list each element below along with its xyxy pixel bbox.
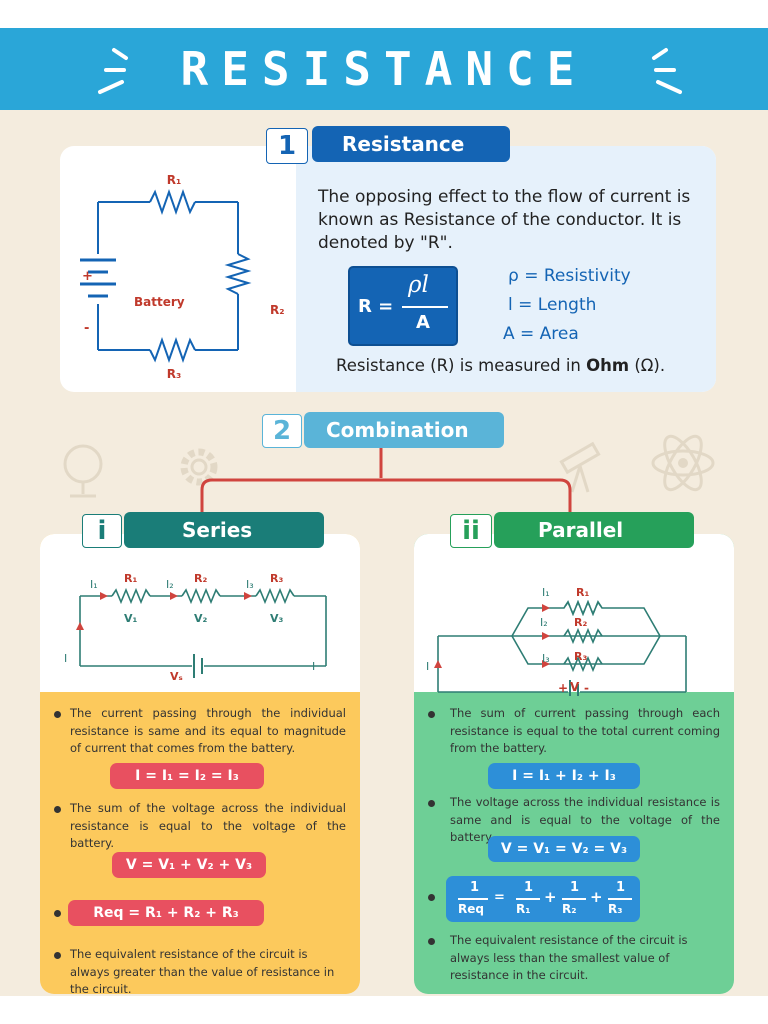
svg-text:I₁: I₁ — [542, 586, 550, 599]
parallel-point-3: The equivalent resistance of the circuit… — [450, 933, 688, 982]
background-globe-icon — [63, 444, 103, 498]
right-rays-icon — [652, 48, 682, 94]
formula-fraction-bar — [402, 306, 448, 308]
series-eq-current: I = I₁ = I₂ = I₃ — [110, 763, 264, 789]
left-rays-icon — [98, 48, 128, 94]
svg-text:-: - — [584, 681, 589, 695]
series-eq-req: Req = R₁ + R₂ + R₃ — [68, 900, 264, 926]
series-point-2: The sum of the voltage across the indivi… — [70, 801, 346, 850]
series-point-3: The equivalent resistance of the circuit… — [70, 947, 335, 996]
circuit-label-r3: R₃ — [167, 367, 182, 381]
series-eq-voltage: V = V₁ + V₂ + V₃ — [112, 852, 266, 878]
parallel-eq-current: I = I₁ + I₂ + I₃ — [488, 763, 640, 789]
svg-text:I: I — [64, 652, 67, 665]
svg-text:I₂: I₂ — [166, 578, 174, 591]
parallel-point-2: The voltage across the individual resist… — [450, 795, 720, 844]
parallel-v-label: V — [570, 680, 580, 694]
section2-number: 2 — [262, 414, 302, 448]
parallel-bullet-2 — [428, 800, 435, 807]
svg-text:R₁: R₁ — [124, 572, 137, 585]
title-banner: RESISTANCE — [0, 28, 768, 110]
series-number: i — [82, 514, 122, 548]
parallel-bullet-4 — [428, 938, 435, 945]
parallel-bullet-3 — [428, 894, 435, 901]
parallel-bullet-1 — [428, 711, 435, 718]
background-telescope-icon — [559, 441, 601, 493]
formula-legend-resistivity: ρ = Resistivity — [508, 266, 631, 286]
svg-text:+: + — [558, 681, 568, 695]
parallel-number: ii — [450, 514, 492, 548]
section1-number: 1 — [266, 128, 308, 164]
parallel-point-1: The sum of current passing through each … — [450, 706, 720, 755]
svg-text:I₂: I₂ — [540, 616, 548, 629]
background-atom-icon — [651, 434, 715, 492]
circuit-label-r2: R₂ — [270, 303, 285, 317]
formula-legend-area: A = Area — [503, 324, 579, 344]
svg-text:R₁: R₁ — [576, 586, 589, 599]
combination-connector — [200, 448, 572, 514]
circuit-label-battery: Battery — [134, 295, 185, 309]
svg-text:I: I — [426, 660, 429, 673]
svg-text:V₂: V₂ — [194, 612, 208, 625]
svg-text:R₂: R₂ — [194, 572, 207, 585]
series-bullet-4 — [54, 952, 61, 959]
series-circuit-diagram: I₁ R₁ I₂ R₂ I₃ R₃ V₁ V₂ V₃ I I Vₛ — [64, 572, 327, 678]
svg-text:V₃: V₃ — [270, 612, 284, 625]
section2-header: Combination — [304, 412, 504, 448]
svg-text:R₂: R₂ — [574, 616, 587, 629]
parallel-eq-req: 1 Req = 1 R₁ + 1 R₂ + 1 R₃ — [446, 876, 640, 922]
background-gear-icon — [180, 448, 218, 486]
formula-legend-length: l = Length — [508, 295, 597, 315]
series-bullet-1 — [54, 711, 61, 718]
series-bullet-3 — [54, 910, 61, 917]
series-point-1: The current passing through the individu… — [70, 706, 346, 755]
resistance-unit-text: Resistance (R) is measured in Ohm (Ω). — [336, 356, 666, 375]
parallel-header: Parallel — [494, 512, 694, 548]
parallel-eq-voltage: V = V₁ = V₂ = V₃ — [488, 836, 640, 862]
series-header: Series — [124, 512, 324, 548]
parallel-circuit-diagram: I₁ R₁ I₂ R₂ I₃ R₃ I + - — [426, 586, 687, 696]
resistance-circuit-diagram: R₁ R₂ R₃ Battery + - — [80, 173, 285, 381]
resistance-description: The opposing effect to the flow of curre… — [318, 187, 691, 253]
svg-text:I₁: I₁ — [90, 578, 98, 591]
circuit-label-minus: - — [84, 321, 89, 336]
circuit-label-r1: R₁ — [167, 173, 182, 187]
svg-text:R₃: R₃ — [270, 572, 283, 585]
page-title: RESISTANCE — [180, 42, 588, 96]
section1-header: Resistance — [312, 126, 510, 162]
svg-text:R₃: R₃ — [574, 650, 587, 663]
svg-text:I₃: I₃ — [542, 652, 550, 665]
circuit-label-plus: + — [82, 269, 93, 284]
poster: RESISTANCE Resistance 1 — [0, 28, 768, 996]
resistance-formula-box: R = ρl A — [348, 266, 458, 346]
svg-text:I: I — [312, 660, 315, 673]
series-bullet-2 — [54, 806, 61, 813]
svg-text:I₃: I₃ — [246, 578, 254, 591]
svg-text:V₁: V₁ — [124, 612, 138, 625]
series-vs-label: Vₛ — [170, 670, 183, 683]
